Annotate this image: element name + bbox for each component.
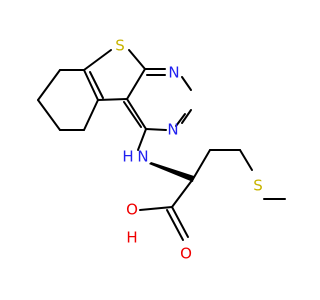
atom-label-nitrogen: N <box>167 121 178 139</box>
bond <box>175 113 186 127</box>
bond <box>37 69 61 101</box>
bond <box>83 99 99 131</box>
bond <box>171 178 194 208</box>
molecule-structure-diagram: S N N N H S O H O <box>37 37 286 263</box>
bond <box>166 209 184 241</box>
bond <box>126 68 146 100</box>
bond <box>137 128 147 151</box>
bond <box>89 71 104 99</box>
bond <box>171 206 189 238</box>
bond <box>139 206 173 211</box>
bond <box>123 101 142 128</box>
atom-label-hydroxyl-h: H <box>126 229 137 247</box>
bond <box>128 49 146 70</box>
atom-label-sulfur: S <box>115 37 125 55</box>
bond <box>37 99 61 131</box>
bond <box>192 149 211 180</box>
bond <box>181 109 192 124</box>
atom-label-thioether-s: S <box>253 177 263 195</box>
atom-label-amine-h: H <box>122 148 133 166</box>
atom-label-nitrogen: N <box>168 64 179 82</box>
wedge-bond <box>149 162 194 182</box>
atom-label-carbonyl-o: O <box>180 245 192 263</box>
bond <box>83 69 99 101</box>
atom-label-hydroxyl-o: O <box>126 201 138 219</box>
bond <box>97 98 128 101</box>
bond <box>145 128 167 131</box>
bond <box>126 98 147 130</box>
bond <box>83 49 112 71</box>
bond <box>239 149 253 171</box>
atom-label-amine-n: N <box>137 148 148 166</box>
bond <box>181 76 192 91</box>
